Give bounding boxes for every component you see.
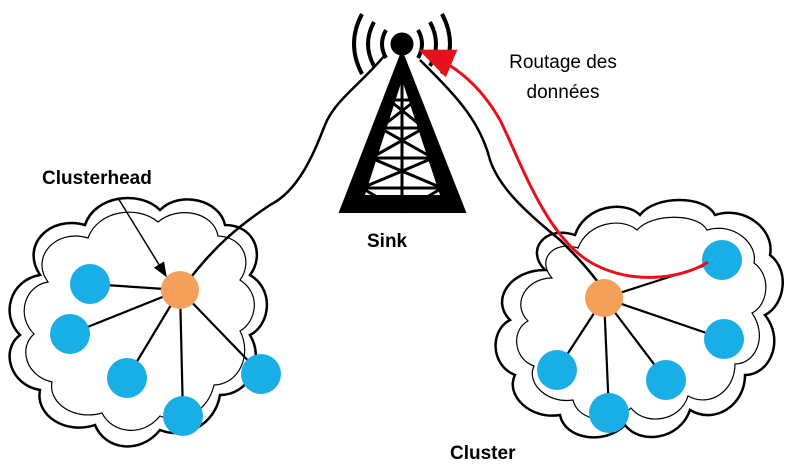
cluster-label: Cluster [450,443,516,464]
link-right [419,59,607,293]
sensor-node [537,350,577,390]
sensor-node [50,314,90,354]
sink-tower [338,13,467,214]
cluster-cloud-right [494,198,784,439]
routing-label-line2: données [526,82,600,103]
sensor-node [646,360,686,400]
sink-label: Sink [367,231,408,252]
routing-arrow [418,49,709,279]
sensor-node [107,358,147,398]
clusterhead-label: Clusterhead [42,168,152,189]
sensor-node [70,264,110,304]
routing-label: Routage des données [478,48,648,108]
clusterhead-node-left [161,271,199,309]
sensor-node [589,393,629,433]
clusterhead-pointer-arrow [117,197,167,278]
link-left [184,54,386,286]
clusterhead-node-right [585,279,623,317]
routing-label-line1: Routage des [509,52,617,73]
sensor-node [704,319,744,359]
sensor-node [163,396,203,436]
sensor-node [702,240,742,280]
sensor-node [241,354,281,394]
